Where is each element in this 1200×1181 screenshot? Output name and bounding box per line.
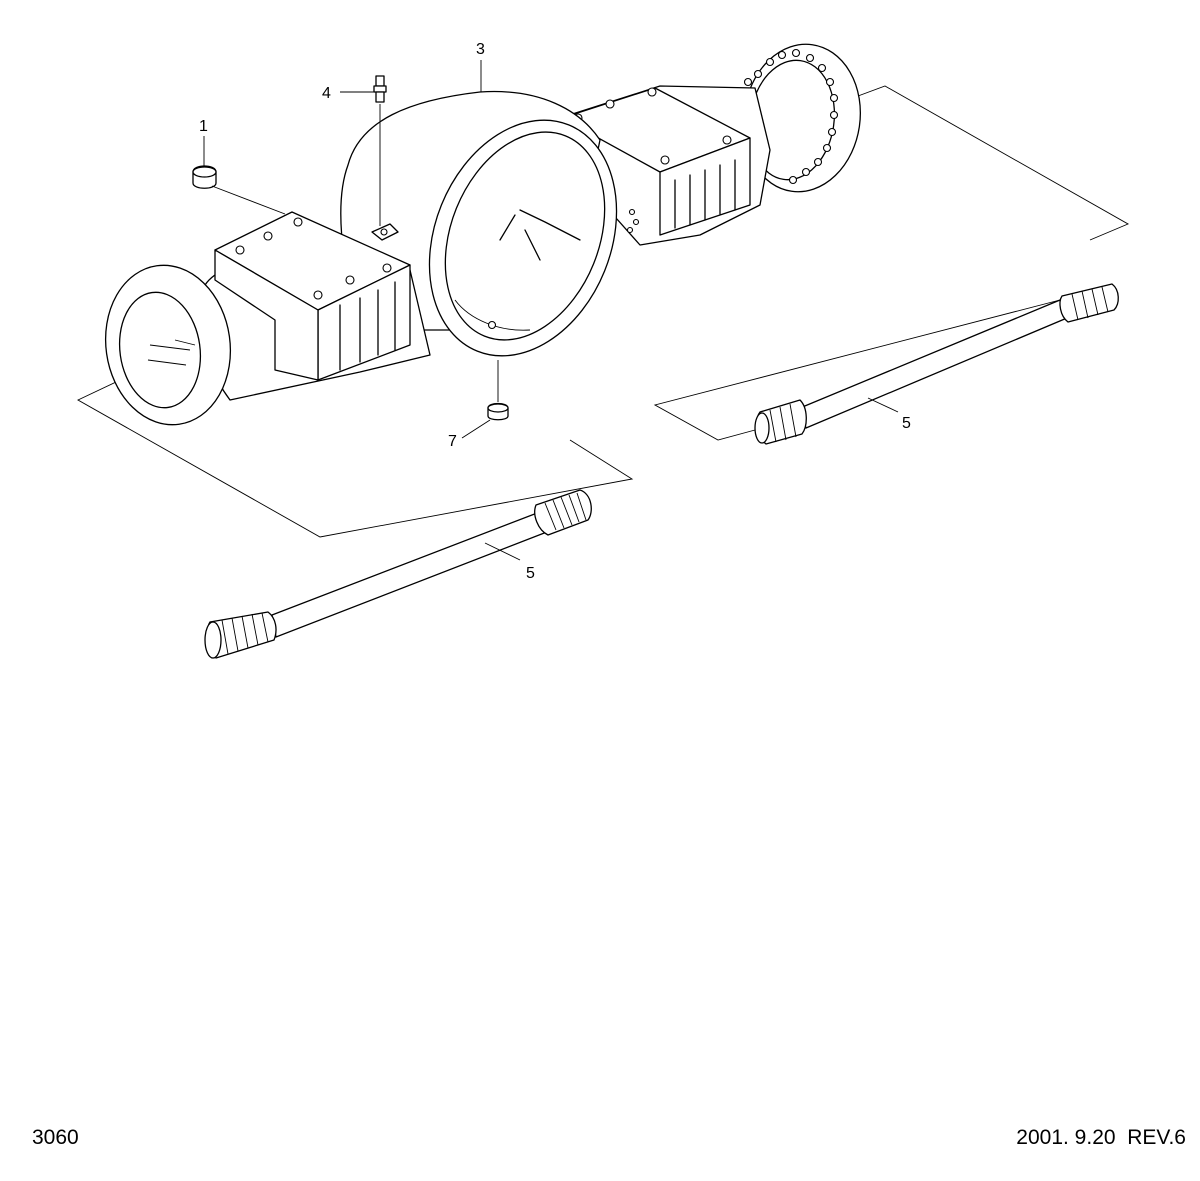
right-flange-bolt-holes <box>743 48 839 185</box>
revision-date: 2001. 9.20 REV.6 <box>1016 1126 1186 1149</box>
part-4-breather <box>373 75 387 103</box>
part-5-axle-shaft-right <box>754 283 1119 445</box>
leader-7 <box>461 360 499 439</box>
leader-4 <box>340 91 381 226</box>
leader-5-left <box>484 542 521 561</box>
right-shaft-reference-plane <box>857 85 1130 241</box>
page-number: 3060 <box>32 1126 79 1149</box>
leader-5-right <box>867 397 899 413</box>
left-shaft-reference-plane <box>77 364 634 538</box>
callout-5-lower: 5 <box>526 565 535 582</box>
callout-1: 1 <box>199 118 208 135</box>
axle-housing <box>104 43 862 426</box>
part-7-drain-plug <box>487 402 509 421</box>
part-5-axle-shaft-left <box>204 489 592 659</box>
part-1-plug <box>192 165 217 189</box>
callout-3: 3 <box>476 41 485 58</box>
callout-4: 4 <box>322 85 331 102</box>
callout-7: 7 <box>448 433 457 450</box>
callout-5-right: 5 <box>902 415 911 432</box>
leader-1 <box>203 136 286 215</box>
right-shaft-reference-plane-lower <box>653 299 1061 441</box>
callout-leader-lines <box>203 60 899 561</box>
